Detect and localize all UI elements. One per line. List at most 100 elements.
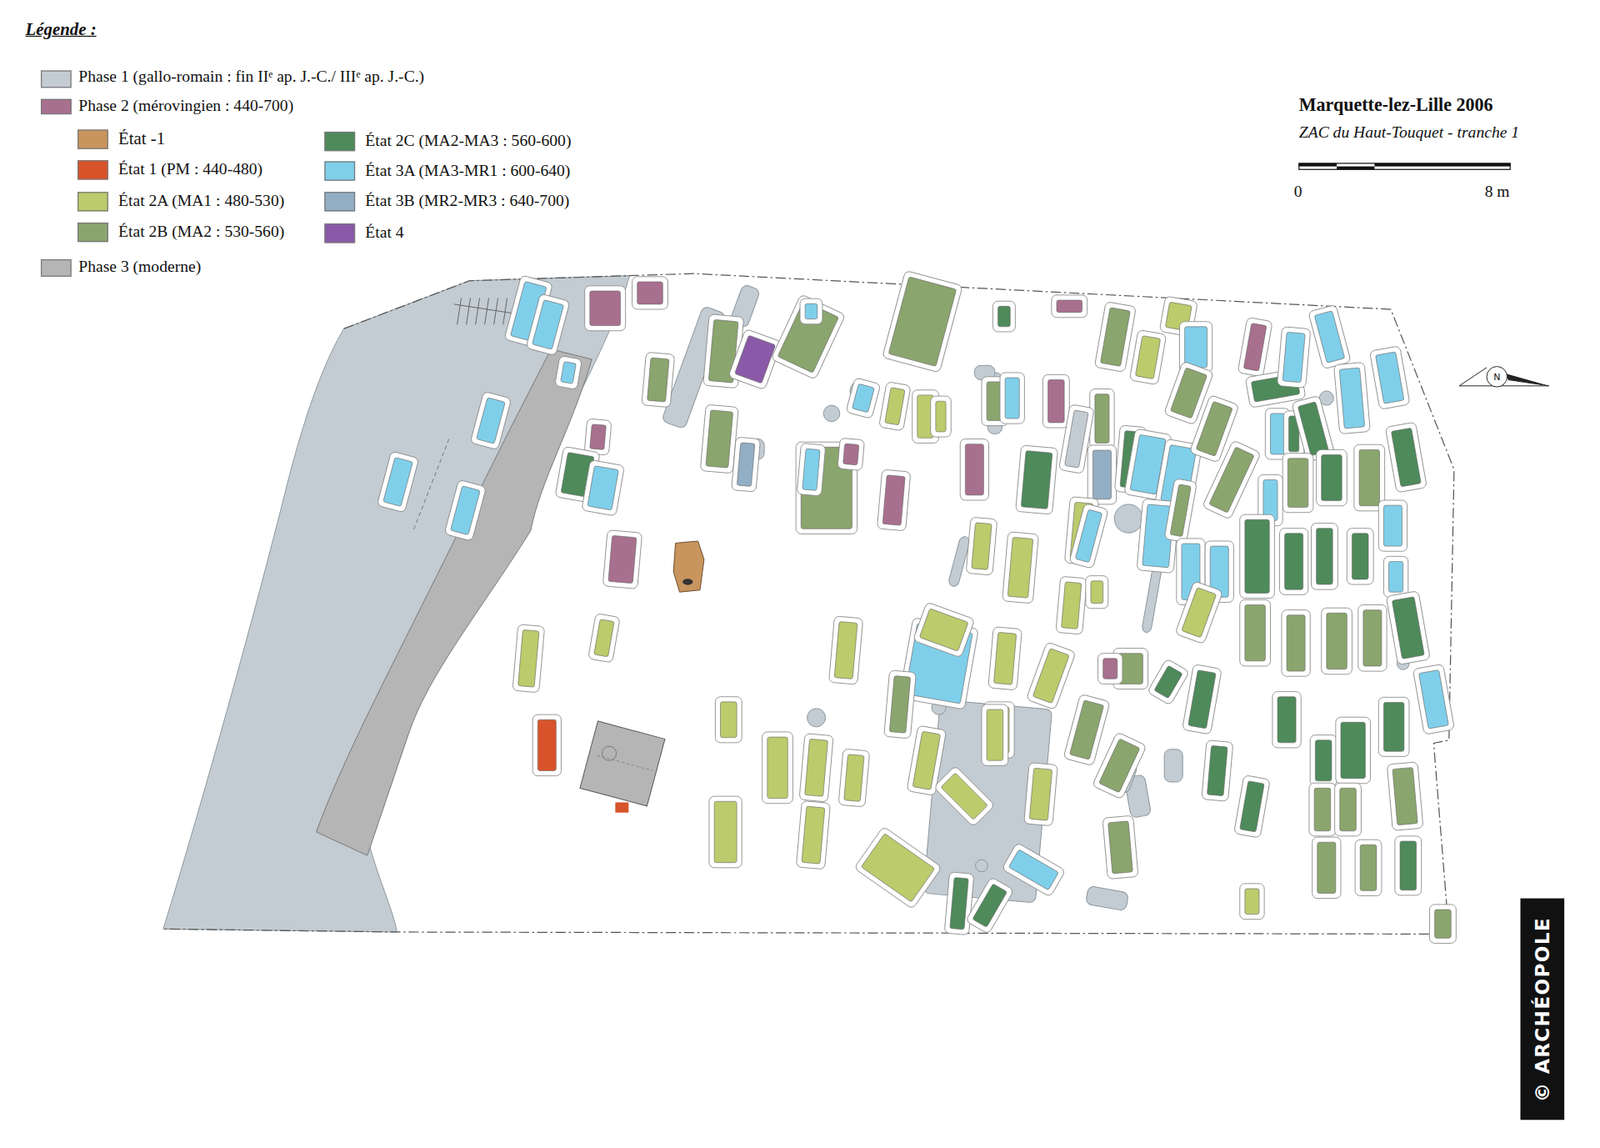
hatch-line bbox=[454, 304, 521, 315]
grave-fill bbox=[1061, 581, 1082, 630]
grave-fill bbox=[802, 448, 820, 490]
legend-text: État 3A (MA3-MR1 : 600-640) bbox=[365, 160, 570, 180]
roman-feature bbox=[1085, 885, 1130, 910]
grave-fill bbox=[860, 833, 935, 902]
grave-fill bbox=[608, 535, 637, 583]
grave-fill bbox=[1170, 367, 1207, 419]
grave-fill bbox=[1321, 455, 1342, 501]
grave-fill bbox=[1103, 658, 1118, 679]
hatch-line bbox=[485, 298, 490, 325]
grave-pit bbox=[1309, 782, 1336, 836]
grave-pit bbox=[1000, 372, 1025, 424]
grave-pit bbox=[913, 601, 975, 658]
grave-pit bbox=[876, 469, 910, 531]
grave-pit bbox=[1102, 815, 1139, 879]
grave-fill bbox=[1092, 450, 1111, 500]
grave-pit bbox=[1094, 301, 1136, 373]
legend-swatch bbox=[77, 160, 109, 180]
grave-fill bbox=[1282, 331, 1305, 382]
building-circle bbox=[601, 745, 616, 760]
grave-fill bbox=[537, 719, 556, 770]
grave-fill bbox=[1065, 410, 1090, 468]
grave-pit bbox=[1358, 605, 1387, 672]
grave-pit bbox=[1090, 389, 1115, 449]
grave-pit bbox=[715, 696, 742, 743]
grave-fill bbox=[594, 619, 615, 657]
grave-fill bbox=[1029, 767, 1052, 820]
grave-pit bbox=[930, 395, 951, 437]
grave-pit bbox=[882, 270, 963, 372]
grave-pit bbox=[1312, 836, 1341, 898]
legend-text: État 2A (MA1 : 480-530) bbox=[118, 191, 285, 210]
grave-fill bbox=[1008, 849, 1059, 890]
grave-pit bbox=[1092, 731, 1148, 800]
grave-pit bbox=[884, 670, 917, 739]
grave-fill bbox=[1240, 780, 1265, 832]
grave-fill bbox=[1297, 401, 1329, 456]
grave-pit bbox=[1042, 374, 1070, 428]
pit-circle bbox=[807, 708, 826, 727]
legend-swatch bbox=[324, 223, 355, 243]
grave-pit bbox=[1015, 445, 1059, 515]
grave-pit bbox=[1202, 440, 1262, 520]
grave-pit bbox=[1175, 580, 1224, 645]
grave-fill bbox=[1005, 377, 1020, 419]
grave-fill bbox=[1340, 721, 1365, 778]
watermark-text: © ARCHÉOPOLE bbox=[1530, 916, 1554, 1102]
legend-swatch bbox=[40, 70, 72, 88]
grave-pit bbox=[1355, 839, 1382, 895]
grave-pit bbox=[1280, 528, 1309, 595]
pit-circle bbox=[1114, 504, 1143, 533]
legend-swatch bbox=[324, 131, 355, 151]
grave-fill bbox=[590, 290, 621, 326]
grave-pit bbox=[1164, 478, 1197, 543]
grave-fill bbox=[889, 675, 910, 733]
grave-pit bbox=[1378, 696, 1410, 756]
grave-pit bbox=[796, 442, 826, 496]
grave-fill bbox=[1326, 612, 1347, 669]
grave-fill bbox=[1090, 580, 1104, 604]
grave-pit bbox=[845, 377, 881, 420]
grave-fill bbox=[735, 335, 776, 384]
grave-fill bbox=[1070, 700, 1105, 760]
grave-fill bbox=[950, 876, 969, 929]
grave-fill bbox=[1108, 820, 1134, 874]
grave-pit bbox=[1370, 345, 1411, 410]
grave-pit bbox=[641, 351, 675, 407]
grave-fill bbox=[1287, 458, 1308, 508]
grave-fill bbox=[1339, 367, 1365, 429]
grave-fill bbox=[532, 300, 565, 350]
grave-fill bbox=[1314, 787, 1331, 830]
north-arrow bbox=[1505, 373, 1549, 386]
grave-fill bbox=[1243, 323, 1267, 371]
grave-pit bbox=[581, 460, 625, 517]
grave-fill bbox=[1099, 738, 1140, 793]
grave-pit bbox=[1240, 514, 1275, 598]
grave-pit bbox=[770, 294, 845, 380]
grave-pit bbox=[1024, 762, 1059, 826]
grave-pit bbox=[1085, 575, 1109, 609]
grave-pit bbox=[837, 437, 865, 470]
legend-swatch bbox=[40, 259, 72, 277]
grave-fill bbox=[888, 276, 956, 366]
grave-pit bbox=[762, 731, 794, 804]
map-subtitle: ZAC du Haut-Touquet - tranche 1 bbox=[1299, 123, 1520, 142]
grave-fill bbox=[1245, 605, 1265, 661]
legend-swatch bbox=[324, 191, 355, 211]
grave-pit bbox=[1395, 835, 1422, 895]
legend-swatch bbox=[77, 222, 109, 242]
grave-fill bbox=[805, 738, 829, 796]
scale-bar bbox=[1299, 163, 1510, 170]
grave-fill bbox=[965, 444, 984, 495]
grave-fill bbox=[1392, 766, 1418, 825]
grave-pit bbox=[838, 748, 870, 807]
grave-pit bbox=[981, 704, 1009, 765]
grave-fill bbox=[1351, 533, 1369, 580]
grave-fill bbox=[1154, 665, 1183, 698]
grave-pit bbox=[709, 795, 742, 868]
grave-fill bbox=[1315, 740, 1332, 781]
grave-fill bbox=[647, 357, 670, 402]
grave-pit bbox=[1385, 590, 1430, 665]
excavation-limit bbox=[163, 273, 1455, 934]
